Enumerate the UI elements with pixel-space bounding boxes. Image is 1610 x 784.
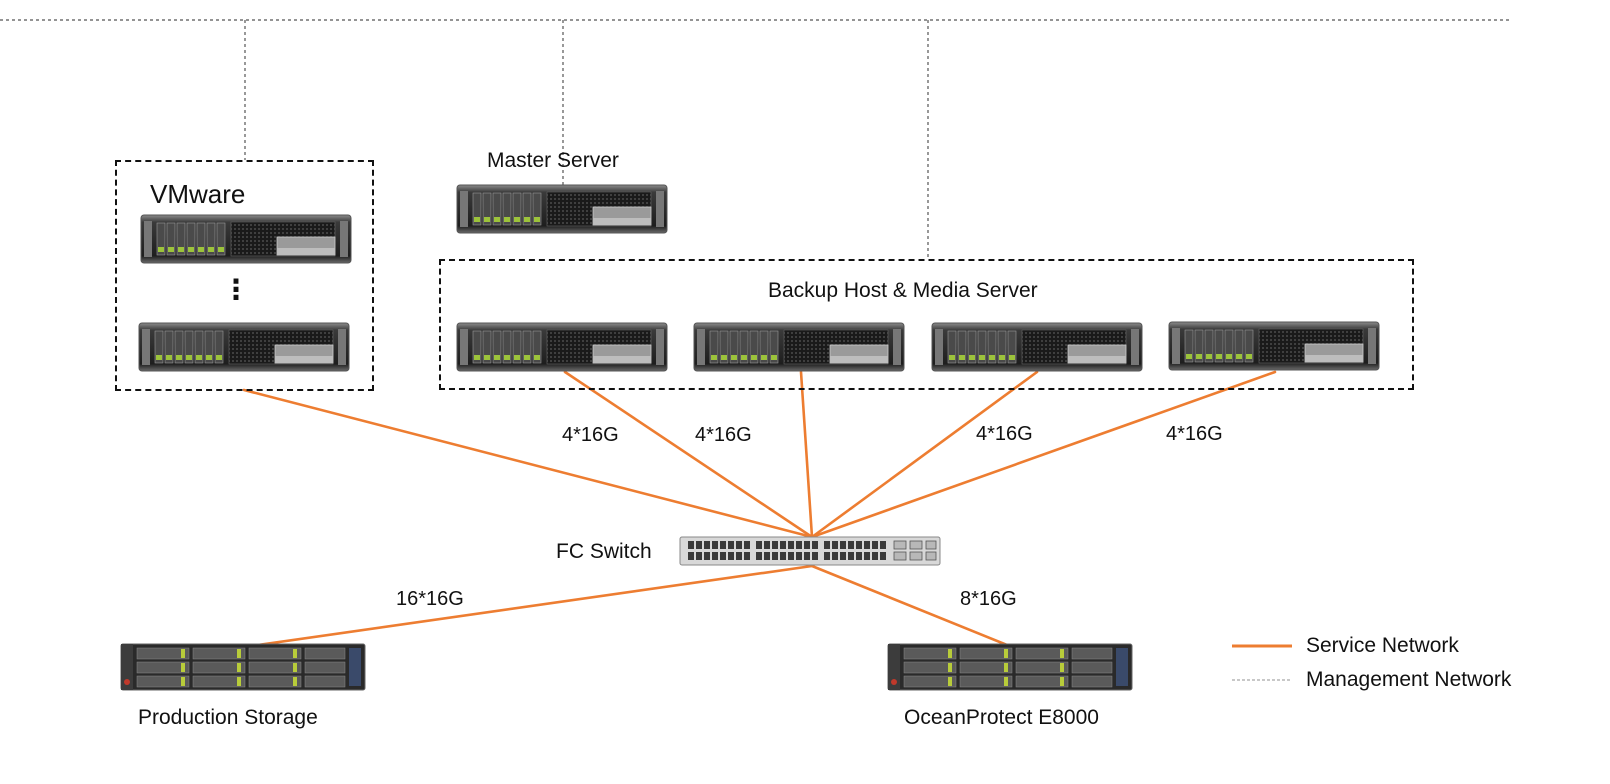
vmware-group-box bbox=[115, 160, 374, 391]
vmware-group-label: VMware bbox=[150, 179, 246, 209]
link-label-oceanprotect: 8*16G bbox=[960, 588, 1017, 610]
link-backup-1-switch bbox=[563, 370, 814, 539]
legend-service-label: Service Network bbox=[1306, 634, 1459, 657]
master-server-label: Master Server bbox=[487, 149, 619, 172]
oceanprotect-label: OceanProtect E8000 bbox=[904, 706, 1099, 729]
legend-dashed-line bbox=[1232, 679, 1292, 681]
fc-switch-icon bbox=[679, 536, 941, 566]
legend-management-label: Management Network bbox=[1306, 668, 1512, 691]
fc-switch-label: FC Switch bbox=[556, 540, 652, 563]
backup-group-box bbox=[439, 259, 1414, 390]
link-backup-2-switch bbox=[799, 370, 814, 539]
service-network bbox=[242, 370, 1277, 649]
link-switch-oceanprotect bbox=[810, 564, 1014, 649]
legend-service-network: Service Network bbox=[1232, 634, 1459, 658]
legend-solid-line bbox=[1232, 644, 1292, 648]
legend-management-network: Management Network bbox=[1232, 668, 1511, 692]
link-label-backup-1: 4*16G bbox=[562, 424, 619, 446]
link-backup-3-switch bbox=[810, 370, 1039, 539]
production-storage-icon bbox=[120, 643, 366, 691]
master-server-icon bbox=[456, 184, 668, 234]
link-vmware-switch bbox=[242, 388, 814, 539]
link-label-production: 16*16G bbox=[396, 588, 464, 610]
oceanprotect-storage-icon bbox=[887, 643, 1133, 691]
link-label-backup-4: 4*16G bbox=[1166, 423, 1223, 445]
management-network bbox=[0, 19, 1512, 260]
link-label-backup-2: 4*16G bbox=[695, 424, 752, 446]
vmware-ellipsis: ⋮ bbox=[222, 274, 250, 305]
backup-group-label: Backup Host & Media Server bbox=[768, 279, 1038, 302]
link-backup-4-switch bbox=[810, 370, 1277, 539]
link-switch-production bbox=[242, 564, 814, 649]
link-label-backup-3: 4*16G bbox=[976, 423, 1033, 445]
production-storage-label: Production Storage bbox=[138, 706, 318, 729]
